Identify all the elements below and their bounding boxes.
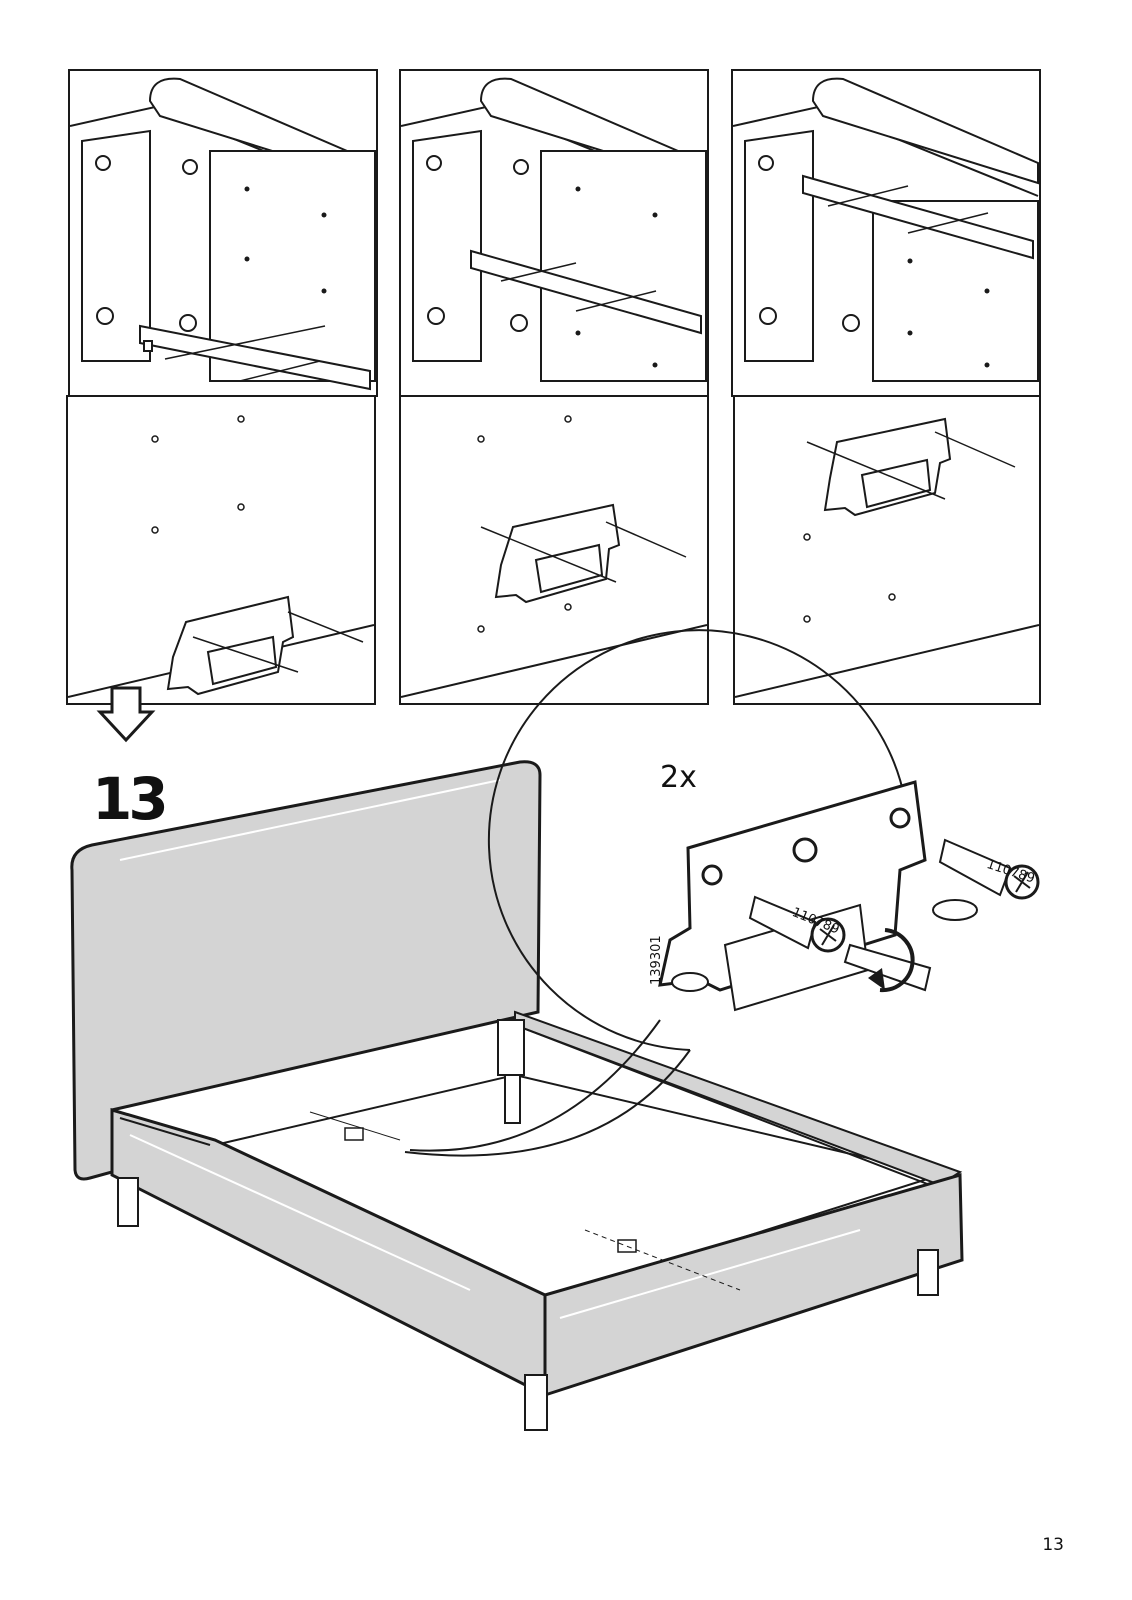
down-arrow-icon [100,688,152,740]
page-number: 13 [1042,1535,1064,1555]
part-number-bracket: 139301 [650,935,663,985]
detail-bracket [660,782,977,1010]
screwdriver-icon [845,945,930,990]
step-number: 13 [92,770,165,828]
quantity-label: 2x [660,763,697,793]
